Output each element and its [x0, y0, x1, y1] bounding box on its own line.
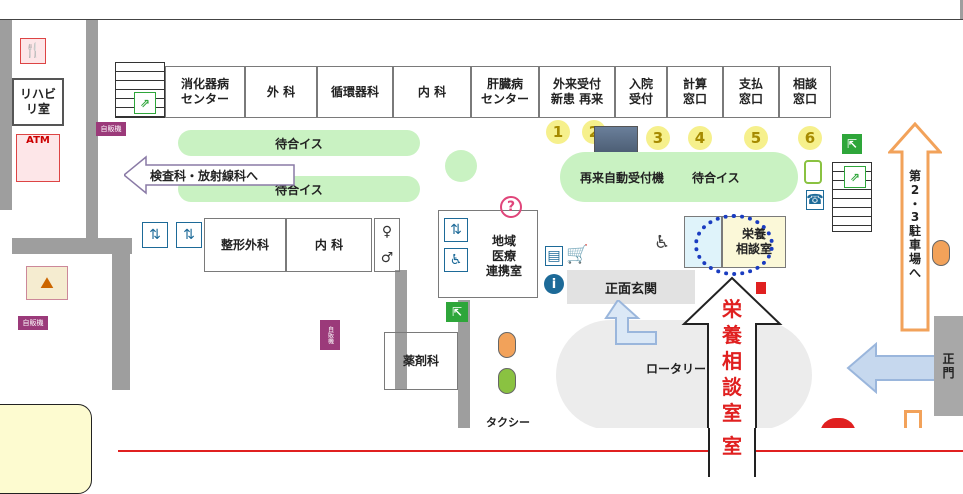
left-lower-wall: [112, 250, 130, 390]
orange-marker: [904, 410, 922, 430]
rotary-arrow: [604, 300, 657, 345]
car-icon-2: [498, 368, 516, 394]
counter-5: 5: [744, 126, 768, 150]
regional-block: [438, 210, 538, 298]
room-payment: 支払 窓口: [723, 66, 779, 118]
counter-6: 6: [798, 126, 822, 150]
counter-3: 3: [646, 126, 670, 150]
restaurant-icon: 🍴: [20, 38, 46, 64]
room-cardio: 循環器科: [317, 66, 393, 118]
room-surgery: 外 科: [245, 66, 317, 118]
car-icon-parking: [932, 240, 950, 266]
room-internal-top: 内 科: [393, 66, 471, 118]
info-icon: i: [544, 274, 564, 294]
rotary-label: ロータリー: [646, 362, 707, 376]
room-outpatient: 外来受付 新患 再来: [539, 66, 615, 118]
main-gate-block: 正 門: [934, 316, 963, 416]
main-entrance-block: 正面玄関: [567, 270, 695, 304]
restroom-icon: ♀♂: [374, 218, 400, 272]
elevator-icon-1: ⇅: [142, 222, 168, 248]
center-vertical-wall2: [458, 300, 470, 430]
counter-1: 1: [546, 120, 570, 144]
parking-label: 第 2 ・ 3 駐 車 場 へ: [908, 169, 921, 280]
left-wall: [0, 20, 12, 210]
elevator-icon-left: ⛰: [26, 266, 68, 300]
waiting-block: [445, 150, 477, 182]
bottom-left-panel: [0, 404, 92, 494]
counter-4: 4: [688, 126, 712, 150]
center-vertical-wall: [395, 270, 407, 390]
vending-machine-3: 自販機: [320, 320, 340, 350]
room-calc: 計算 窓口: [667, 66, 723, 118]
room-liver: 肝臓病 センター: [471, 66, 539, 118]
bottom-red-line: [118, 450, 963, 452]
room-regional: 地域 医療 連携室: [485, 233, 522, 278]
room-ortho: 整形外科: [204, 218, 286, 272]
taxi-label: タクシー: [486, 416, 530, 429]
bottom-white-panel: [92, 428, 963, 477]
elevator-icon-2: ⇅: [176, 222, 202, 248]
clipboard-icon: ▤: [545, 246, 563, 266]
reentry-waiting-area: 再来自動受付機 待合イス: [560, 152, 798, 202]
rotary: [556, 320, 812, 430]
phone-icon: ☎: [806, 190, 824, 210]
lab-direction-label: 検査科・放射線科へ: [150, 169, 259, 183]
room-rehab: リハビ リ室: [12, 78, 64, 126]
left-horizontal-wall: [12, 238, 132, 254]
waiting-area-2: 待合イス: [178, 176, 420, 202]
callout-label-tail: 室: [722, 434, 742, 458]
room-admission: 入院 受付: [615, 66, 667, 118]
phone-icon-green: [804, 160, 822, 184]
exit-sign-center: ⇱: [446, 302, 468, 322]
room-consult: 相談 窓口: [779, 66, 831, 118]
reentry-machine-label: 再来自動受付機: [580, 170, 665, 185]
room-internal-bottom: 内 科: [286, 218, 372, 272]
exit-sign-right: ⇱: [842, 134, 862, 154]
main-gate-arrow: [846, 342, 941, 394]
top-border: [0, 0, 963, 20]
elevator-icon-3: ⇅: [444, 218, 468, 242]
waiting-area-3: 待合イス: [692, 170, 740, 185]
cart-icon: 🛒: [566, 244, 589, 265]
callout-arrow-stem-over: [708, 428, 756, 477]
left-corridor-wall: [86, 20, 98, 245]
wheelchair-icon: ♿: [444, 248, 468, 272]
wheelchair-figure-icon: ♿: [654, 232, 671, 253]
room-pharmacy: 薬剤科: [384, 332, 458, 390]
room-digestive: 消化器病 センター: [165, 66, 245, 118]
waiting-area-1: 待合イス: [178, 130, 420, 156]
callout-label: 栄 養 相 談 室: [722, 297, 742, 425]
vending-machine-1: 自販機: [96, 122, 126, 136]
vending-machine-2: 自販機: [18, 316, 48, 330]
help-icon: ?: [500, 196, 522, 218]
escalator-icon-1: ⇗: [134, 92, 156, 114]
lab-direction-arrow: [124, 155, 295, 195]
right-wall: [960, 0, 963, 20]
car-icon-1: [498, 332, 516, 358]
red-marker: [756, 282, 766, 294]
parking-direction-arrow: [888, 122, 942, 332]
highlight-dotted-circle: [694, 214, 774, 276]
escalator-icon-right: ⇗: [844, 166, 866, 188]
atm-icon: ATM: [16, 134, 60, 182]
